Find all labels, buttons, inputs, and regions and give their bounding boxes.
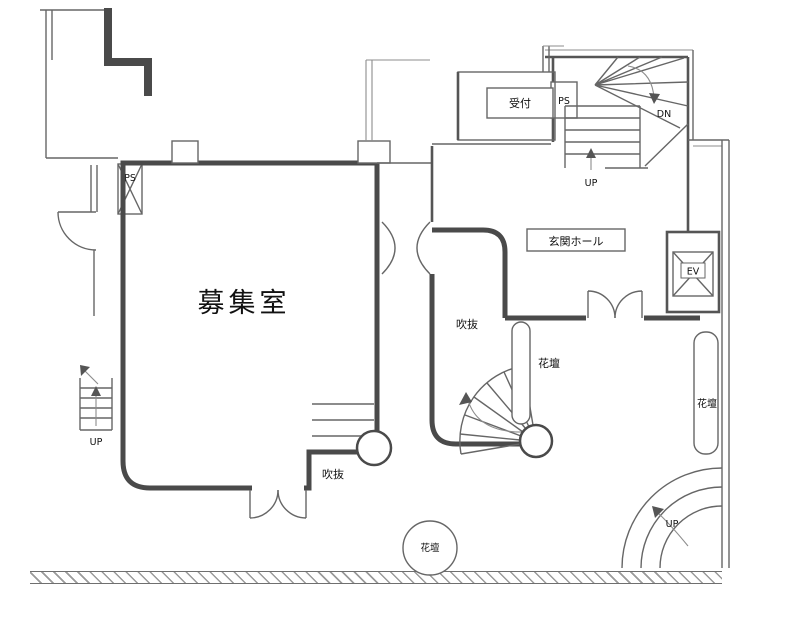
pipe-space-room-label: PS bbox=[124, 173, 136, 184]
room-south-double-door bbox=[249, 489, 307, 519]
entrance-curved-steps: UP bbox=[621, 467, 723, 569]
planter-stair: 花壇 bbox=[511, 321, 560, 425]
left-entry-door bbox=[57, 165, 98, 316]
up-left-stair-label: UP bbox=[90, 437, 103, 448]
pipe-space-stair-label: PS bbox=[558, 96, 570, 107]
notch-steps bbox=[312, 403, 374, 437]
up-main-stair-label: UP bbox=[585, 178, 598, 189]
ground-hatch-strip bbox=[30, 571, 722, 584]
wall-pilasters bbox=[171, 140, 391, 164]
spiral-stair-arrowhead bbox=[459, 392, 472, 405]
up-entrance-steps-label: UP bbox=[666, 519, 679, 530]
stair-down-arrowhead bbox=[649, 93, 660, 104]
main-room-walls bbox=[120, 160, 380, 491]
neighbor-structure bbox=[40, 8, 152, 159]
spiral-stair-arrow bbox=[467, 399, 529, 433]
planter-right: 花壇 bbox=[693, 331, 719, 455]
planter-front-label: 花壇 bbox=[420, 542, 440, 554]
hall-double-door bbox=[587, 290, 643, 319]
corridor-walls bbox=[365, 59, 551, 222]
column bbox=[355, 429, 393, 467]
entrance-up-arrow bbox=[656, 511, 689, 547]
void-hall-label: 吹抜 bbox=[456, 317, 478, 331]
room-label: 募集室 bbox=[198, 288, 291, 319]
entrance-up-arrowhead bbox=[652, 506, 664, 518]
reception: 受付 bbox=[456, 45, 564, 141]
main-staircase: PS DN UP bbox=[545, 49, 694, 232]
stair-up-arrowhead bbox=[586, 148, 596, 158]
left-stair-diag-arrowhead bbox=[80, 365, 90, 376]
reception-label: 受付 bbox=[509, 97, 531, 110]
down-main-stair-label: DN bbox=[657, 109, 671, 120]
left-stair-up-arrowhead bbox=[91, 386, 101, 396]
planter-right-label: 花壇 bbox=[697, 397, 717, 410]
planter-stair-label: 花壇 bbox=[538, 356, 560, 370]
column bbox=[518, 423, 554, 459]
elevator: EV bbox=[665, 230, 721, 314]
left-staircase: UP bbox=[79, 365, 113, 448]
planter-front: 花壇 bbox=[402, 520, 458, 576]
elevator-label: EV bbox=[687, 267, 700, 278]
right-exterior-wall bbox=[688, 139, 730, 568]
entrance-hall: 玄関ホール bbox=[526, 228, 626, 252]
void-room-label: 吹抜 bbox=[322, 467, 344, 481]
void-curved-walls bbox=[429, 227, 700, 447]
vestibule-double-door bbox=[381, 221, 431, 275]
entrance-hall-label: 玄関ホール bbox=[549, 234, 604, 248]
